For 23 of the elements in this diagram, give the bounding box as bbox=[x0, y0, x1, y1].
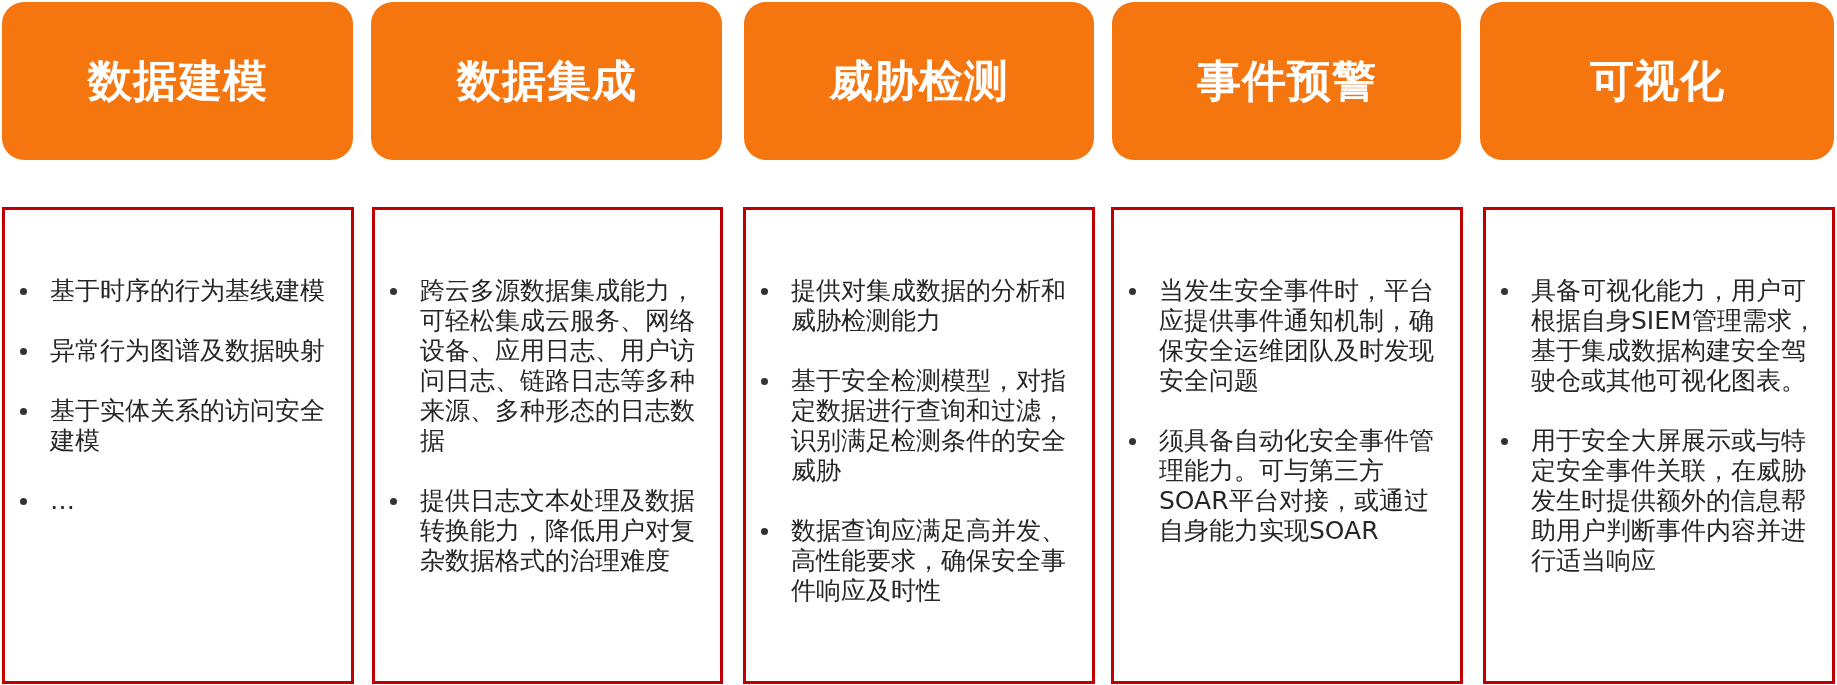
bullet-text: 数据查询应满足高并发、高性能要求，确保安全事件响应及时性 bbox=[791, 516, 1067, 606]
category-header: 数据建模 bbox=[2, 2, 353, 160]
bullet-text: 跨云多源数据集成能力，可轻松集成云服务、网络设备、应用日志、用户访问日志、链路日志等多种来源、多种形态的日志数据 bbox=[420, 276, 696, 456]
bullet-text: 当发生安全事件时，平台应提供事件通知机制，确保安全运维团队及时发现安全问题 bbox=[1159, 276, 1435, 396]
bullet-text: … bbox=[50, 486, 76, 516]
feature-card bbox=[743, 207, 1095, 684]
feature-card bbox=[372, 207, 723, 684]
bullet-text: 异常行为图谱及数据映射 bbox=[50, 336, 326, 366]
feature-card bbox=[1483, 207, 1835, 684]
feature-card bbox=[2, 207, 354, 684]
category-header: 威胁检测 bbox=[744, 2, 1094, 160]
bullet-text: 须具备自动化安全事件管理能力。可与第三方SOAR平台对接，或通过自身能力实现SOAR bbox=[1159, 426, 1435, 546]
bullet-text: 基于安全检测模型，对指定数据进行查询和过滤，识别满足检测条件的安全威胁 bbox=[791, 366, 1067, 486]
feature-card bbox=[1111, 207, 1463, 684]
bullet-text: 基于实体关系的访问安全建模 bbox=[50, 396, 326, 456]
bullet-text: 提供对集成数据的分析和威胁检测能力 bbox=[791, 276, 1067, 336]
bullet-text: 提供日志文本处理及数据转换能力，降低用户对复杂数据格式的治理难度 bbox=[420, 486, 696, 576]
category-header: 事件预警 bbox=[1112, 2, 1461, 160]
bullet-text: 用于安全大屏展示或与特定安全事件关联，在威胁发生时提供额外的信息帮助用户判断事件内容并进行适当响应 bbox=[1531, 426, 1807, 576]
bullet-text: 具备可视化能力，用户可根据自身SIEM管理需求，基于集成数据构建安全驾驶仓或其他可视化图表。 bbox=[1531, 276, 1818, 396]
bullet-text: 基于时序的行为基线建模 bbox=[50, 276, 326, 306]
category-header: 可视化 bbox=[1480, 2, 1834, 160]
category-header: 数据集成 bbox=[371, 2, 722, 160]
